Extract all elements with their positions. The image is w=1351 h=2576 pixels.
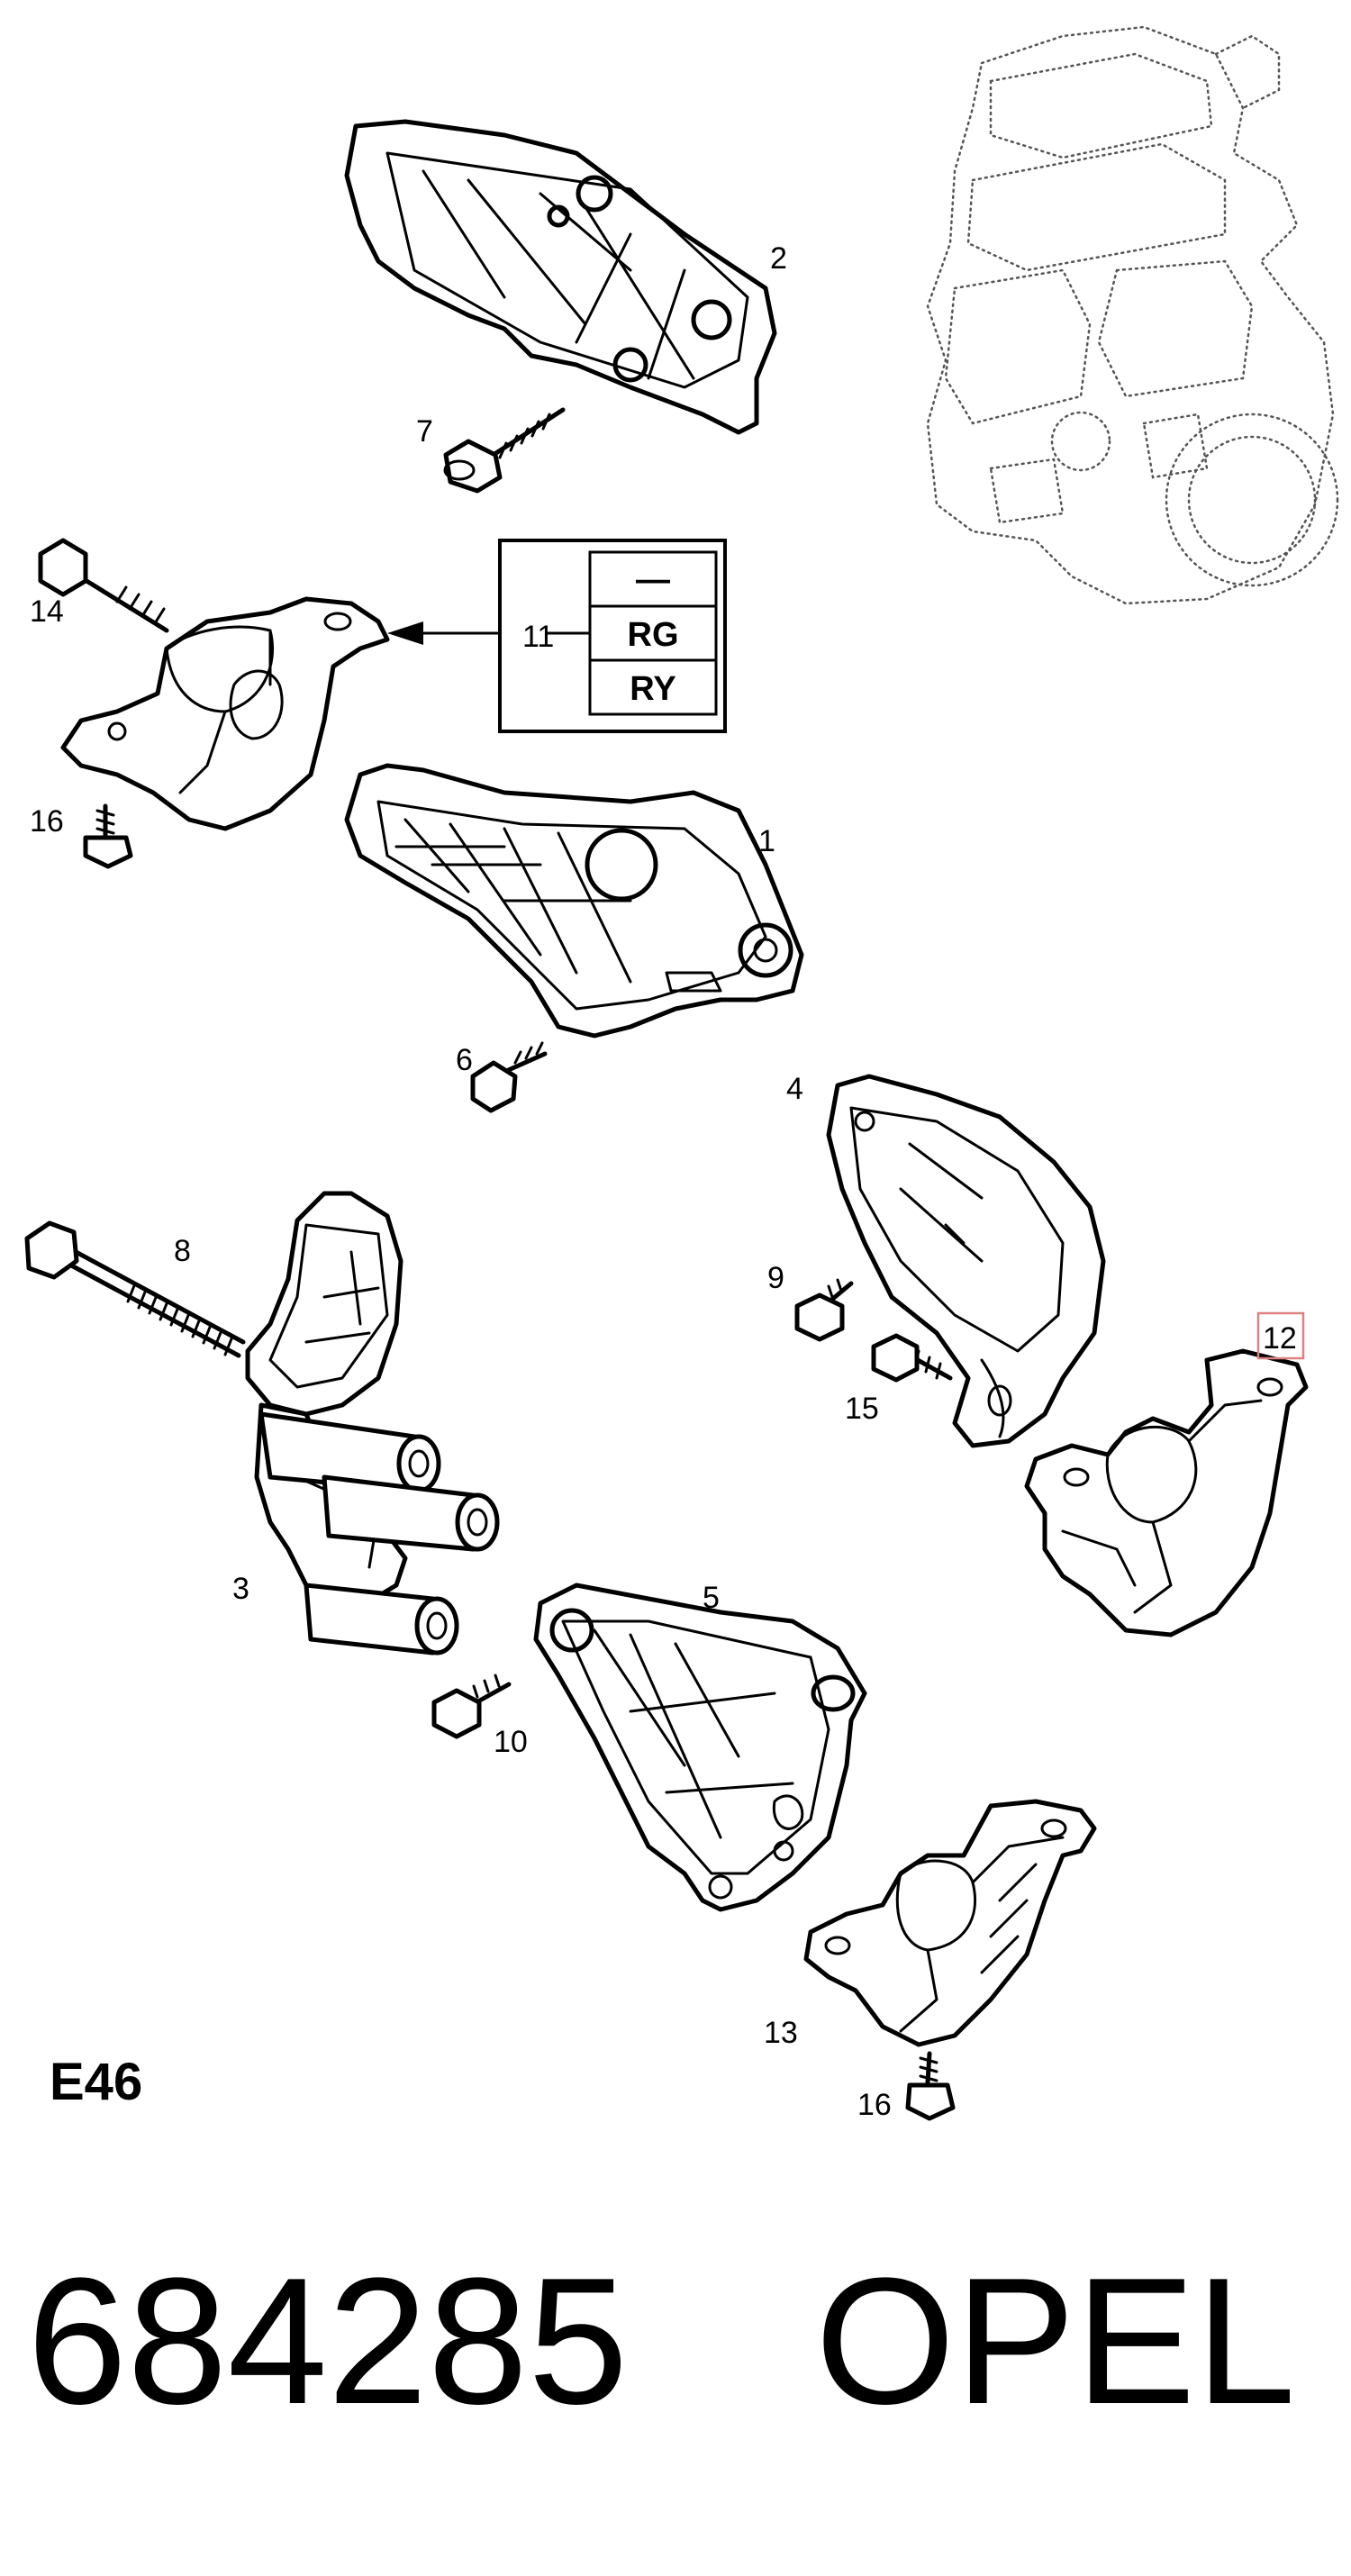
callout-16-lower: 16 [857, 2088, 892, 2122]
part-13-mount [803, 1799, 1097, 2047]
part-1-bracket [344, 763, 804, 1039]
callout-13: 13 [764, 2016, 798, 2050]
highlight-box-12 [1256, 1311, 1305, 1360]
part-16-bolt-upper [83, 803, 133, 869]
part-10-bolt [431, 1673, 512, 1739]
callout-8: 8 [174, 1234, 191, 1268]
variant-row-ry: RY [630, 670, 676, 708]
callout-12: 12 [1263, 1321, 1297, 1356]
callout-1: 1 [758, 824, 775, 858]
part-14-bolt [38, 538, 169, 633]
callout-5: 5 [703, 1581, 720, 1615]
diagram-code: E46 [50, 2053, 143, 2111]
part-12-mount [1024, 1348, 1309, 1637]
callout-10: 10 [494, 1725, 528, 1759]
engine-outline [926, 25, 1339, 605]
part-5-bracket [533, 1583, 867, 1912]
brand-name: OPEL [815, 2241, 1296, 2442]
callout-7: 7 [416, 414, 433, 449]
callout-9: 9 [767, 1261, 784, 1295]
callout-11: 11 [522, 620, 554, 654]
callout-14: 14 [30, 594, 64, 629]
part-3-bracket [245, 1191, 500, 1655]
variant-table [387, 539, 727, 733]
variant-row-blank: — [636, 561, 670, 599]
part-9-bolt [794, 1278, 854, 1342]
callout-6: 6 [456, 1043, 473, 1077]
part-number: 684285 [27, 2241, 629, 2442]
callout-16-upper: 16 [30, 804, 64, 839]
part-4-bracket [826, 1074, 1106, 1448]
part-16-bolt-lower [905, 2051, 956, 2121]
part-2-bracket [344, 119, 777, 435]
callout-3: 3 [232, 1572, 249, 1606]
part-7-bolt [443, 407, 566, 494]
part-6-bolt [470, 1041, 548, 1113]
callout-4: 4 [786, 1072, 803, 1106]
callout-15: 15 [845, 1392, 879, 1426]
part-15-bolt [871, 1333, 953, 1383]
part-8-bolt [24, 1220, 246, 1358]
variant-row-rg: RG [628, 616, 679, 654]
callout-2: 2 [770, 241, 787, 276]
part-11-mount [60, 596, 390, 831]
